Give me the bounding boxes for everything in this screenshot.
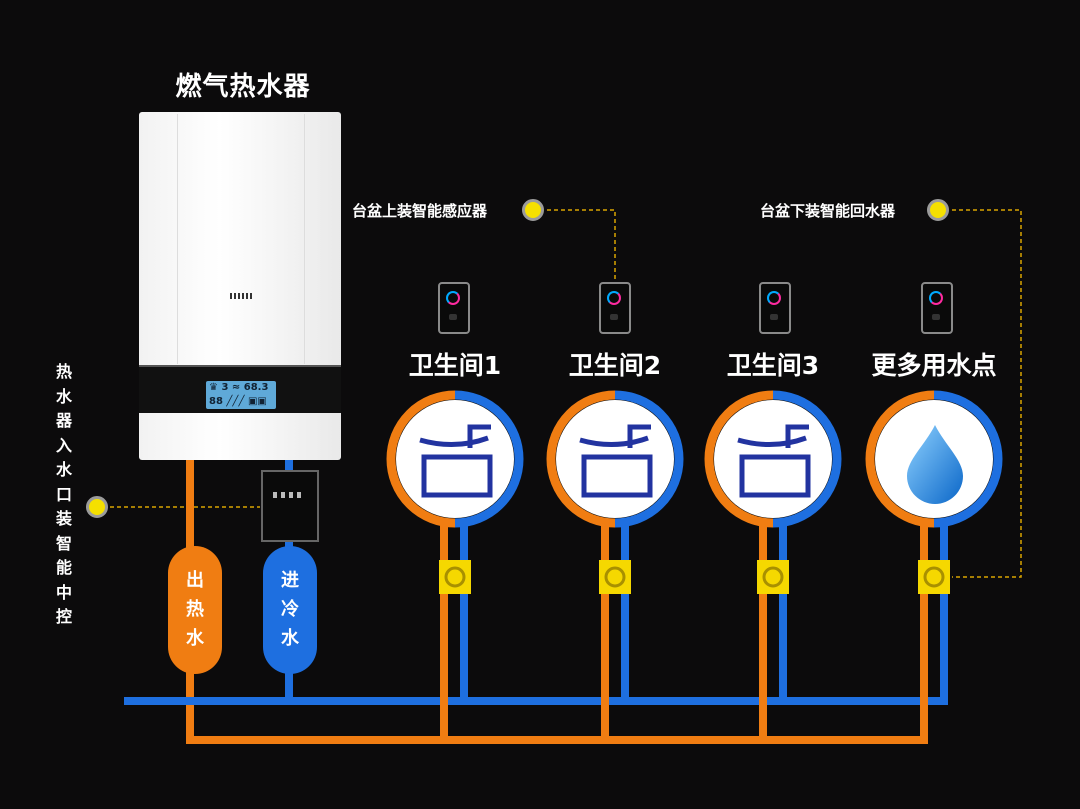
- sink-icons: [419, 424, 811, 498]
- room-label-4: 更多用水点: [871, 351, 997, 380]
- sensor-device: [921, 282, 953, 334]
- sensor-device: [759, 282, 791, 334]
- sensor-lines: [110, 209, 1022, 578]
- valve: [757, 560, 789, 594]
- device-display-ring: [767, 291, 781, 305]
- sensor-device: [438, 282, 470, 334]
- lcd-top: ♛ 3 ≈ 68.3: [209, 382, 269, 393]
- sensor-device: [599, 282, 631, 334]
- sink-icon: [737, 424, 811, 498]
- sensor-line-below: [952, 209, 1022, 578]
- sink-icon: [419, 424, 493, 498]
- cold-tank-label: 进冷水: [281, 570, 299, 649]
- room-label-2: 卫生间2: [568, 351, 662, 380]
- heater-vent: [230, 293, 252, 299]
- device-button: [449, 314, 457, 320]
- valve: [918, 560, 950, 594]
- heater-lcd: ♛ 3 ≈ 68.3 88 ╱╱╱ ▣▣: [206, 381, 276, 409]
- heater-front-panel: [177, 114, 305, 364]
- device-button: [932, 314, 940, 320]
- device-display-ring: [446, 291, 460, 305]
- hot-tank-label: 出热水: [186, 570, 204, 649]
- inlet-label: 热水器入水口装智能中控: [55, 362, 72, 626]
- sensor-line-above: [547, 209, 616, 282]
- lcd-bottom: 88 ╱╱╱ ▣▣: [209, 396, 267, 407]
- device-display-ring: [607, 291, 621, 305]
- sensor-above-dot: [522, 199, 544, 221]
- controller-buttons: [273, 492, 305, 498]
- hot-water-tank: [168, 546, 222, 674]
- room-label-1: 卫生间1: [408, 351, 502, 380]
- room-label-3: 卫生间3: [726, 351, 820, 380]
- sensor-above-label: 台盆上装智能感应器: [352, 202, 488, 220]
- cold-water-tank: [263, 546, 317, 674]
- water-drop-icon: [907, 425, 963, 504]
- inlet-marker-dot: [86, 496, 108, 518]
- sensor-below-label: 台盆下装智能回水器: [760, 202, 896, 220]
- valves: [439, 560, 950, 594]
- device-button: [770, 314, 778, 320]
- water-heater: ♛ 3 ≈ 68.3 88 ╱╱╱ ▣▣: [139, 112, 341, 460]
- device-display-ring: [929, 291, 943, 305]
- smart-controller: [261, 470, 319, 542]
- heater-control-panel: ♛ 3 ≈ 68.3 88 ╱╱╱ ▣▣: [139, 365, 341, 413]
- sensor-below-dot: [927, 199, 949, 221]
- valve: [439, 560, 471, 594]
- sink-icon: [579, 424, 653, 498]
- heater-title: 燃气热水器: [175, 72, 311, 102]
- device-button: [610, 314, 618, 320]
- valve: [599, 560, 631, 594]
